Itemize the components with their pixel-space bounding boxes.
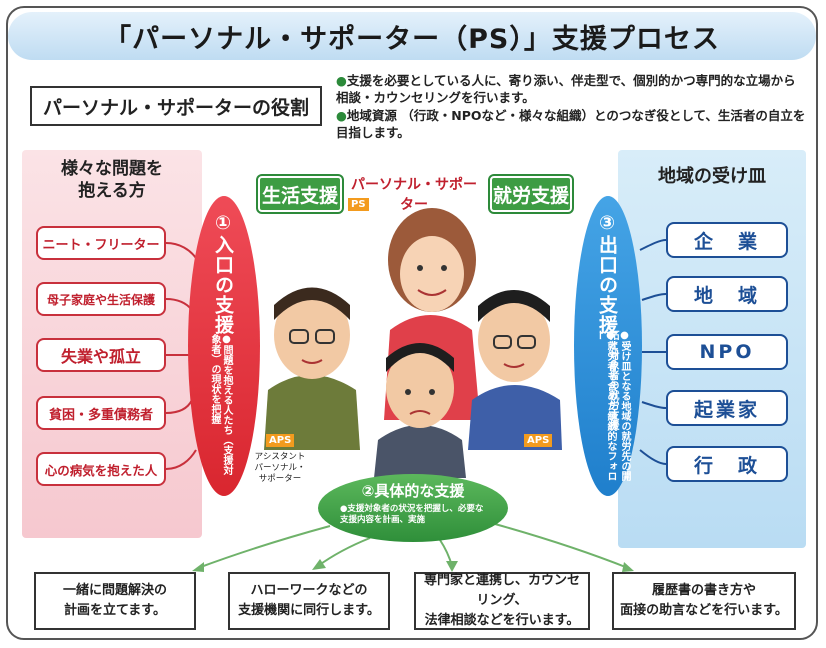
right-item-company: 企 業: [666, 222, 788, 258]
ps-tag: PS: [348, 198, 369, 211]
bottom-box-resume: 履歴書の書き方や 面接の助言などを行います。: [612, 572, 796, 630]
work-support-badge: 就労支援: [490, 176, 572, 212]
bottom-box-accompany-text: ハローワークなどの 支援機関に同行します。: [238, 583, 380, 618]
bullet-mark: ●: [336, 108, 347, 123]
role-bullet-1-text: 支援を必要としている人に、寄り添い、伴走型で、個別的かつ専門的な立場から相談・カ…: [336, 73, 796, 105]
bottom-box-experts-text: 専門家と連携し、カウンセリング、 法律相談などを行います。: [423, 573, 580, 628]
entrance-support-oval: [188, 196, 260, 496]
entrance-body: ●問題を抱える人たち（支援対象者）の現状を把握: [209, 334, 232, 475]
entrance-title: ①入口の支援: [212, 212, 234, 335]
role-bullet-2: ●地域資源 （行政・NPOなど・様々な組織）とのつなぎ役として、生活者の自立を目…: [336, 107, 806, 141]
left-item-neet: ニート・フリーター: [36, 226, 166, 260]
concrete-body: ●支援対象者の状況を把握し、必要な支援内容を計画、実施: [340, 504, 484, 525]
left-heading: 様々な問題を 抱える方: [61, 159, 163, 201]
aps-caption: アシスタント パーソナル・ サポーター: [254, 452, 306, 484]
exit-bullet-1: ●受け皿となる地域の就労先の開拓と対象者の就労支援: [607, 330, 630, 481]
left-item-unemployment: 失業や孤立: [36, 338, 166, 372]
role-heading: パーソナル・サポーターの役割: [30, 86, 322, 126]
left-item-single-parent: 母子家庭や生活保護: [36, 282, 166, 316]
left-item-mental-illness: 心の病気を抱えた人: [36, 452, 166, 486]
exit-bullet-2: ●就労者も含めた継続的なフォロー: [593, 330, 616, 481]
right-heading: 地域の受け皿: [658, 166, 766, 187]
right-item-government: 行 政: [666, 446, 788, 482]
life-support-badge: 生活支援: [258, 176, 342, 212]
bullet-mark: ●: [336, 73, 347, 88]
bottom-box-plan: 一緒に問題解決の 計画を立てます。: [34, 572, 196, 630]
right-item-community: 地 域: [666, 276, 788, 312]
concrete-title: ②具体的な支援: [361, 482, 465, 500]
exit-title: ③出口の支援: [596, 212, 618, 335]
bottom-box-experts: 専門家と連携し、カウンセリング、 法律相談などを行います。: [414, 572, 590, 630]
right-item-npo: NPO: [666, 334, 788, 370]
bottom-box-resume-text: 履歴書の書き方や 面接の助言などを行います。: [620, 583, 788, 618]
exit-support-oval: [574, 196, 642, 496]
bottom-box-plan-text: 一緒に問題解決の 計画を立てます。: [62, 583, 167, 618]
aps-tag-right: APS: [524, 434, 553, 447]
page-title: 「パーソナル・サポーター（PS）」支援プロセス: [8, 12, 816, 60]
right-item-entrepreneur: 起業家: [666, 390, 788, 426]
concrete-support-oval: [318, 474, 508, 542]
role-description: ●支援を必要としている人に、寄り添い、伴走型で、個別的かつ専門的な立場から相談・…: [336, 72, 806, 142]
aps-tag-left: APS: [266, 434, 295, 447]
ps-label: パーソナル・サポーター: [351, 177, 477, 213]
role-bullet-2-text: 地域資源 （行政・NPOなど・様々な組織）とのつなぎ役として、生活者の自立を目指…: [336, 108, 806, 140]
left-item-debt: 貧困・多重債務者: [36, 396, 166, 430]
role-bullet-1: ●支援を必要としている人に、寄り添い、伴走型で、個別的かつ専門的な立場から相談・…: [336, 72, 806, 106]
bottom-box-accompany: ハローワークなどの 支援機関に同行します。: [228, 572, 390, 630]
